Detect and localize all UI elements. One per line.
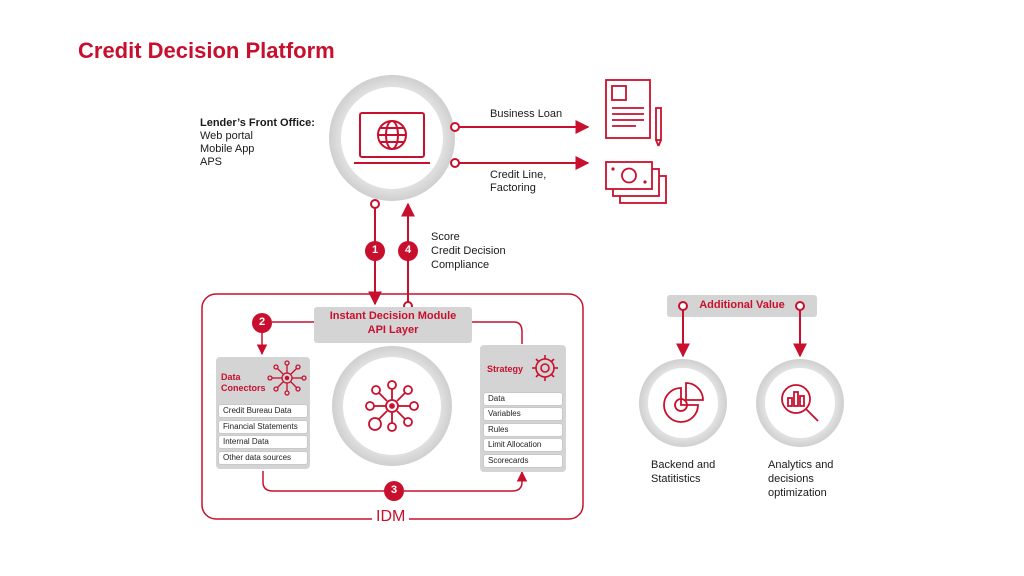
analytics-node [756, 359, 844, 447]
api-layer-box [314, 307, 472, 343]
analytics-label: decisions [768, 473, 814, 485]
step-badge-1: 1 [371, 244, 379, 256]
idm-core-node [332, 346, 452, 466]
globe-laptop-icon [354, 112, 430, 164]
data-connectors-title: Data [221, 372, 241, 382]
strategy-item: Data [483, 392, 563, 406]
step-badge-4: 4 [404, 244, 412, 256]
front-office-node [329, 75, 455, 201]
idm-label: IDM [372, 508, 410, 526]
front-office-item: Mobile App [200, 143, 255, 155]
feedback-item: Score [431, 231, 460, 243]
strategy-item: Limit Allocation [483, 438, 563, 452]
output-connectors [455, 120, 590, 170]
page-title: Credit Decision Platform [78, 38, 335, 63]
api-layer-subtitle: API Layer [367, 324, 419, 336]
step-badges [252, 241, 418, 501]
strategy-item: Scorecards [483, 454, 563, 468]
network-hub-icon [365, 380, 419, 432]
data-source-item: Financial Statements [218, 420, 308, 434]
bar-chart-magnifier-icon [781, 384, 819, 422]
gear-icon [532, 355, 558, 381]
connector-hub-icon [267, 360, 307, 396]
api-layer-title: Instant Decision Module [329, 310, 457, 322]
step-badge-2: 2 [258, 316, 266, 328]
pie-chart-icon [663, 382, 704, 423]
front-office-item: Web portal [200, 130, 253, 142]
business-loan-label: Business Loan [490, 108, 563, 120]
data-source-item: Credit Bureau Data [218, 404, 308, 418]
additional-value-box [667, 295, 817, 317]
banknotes-icon [605, 161, 667, 204]
front-office-heading: Lender’s Front Office: [200, 117, 315, 129]
document-icon [605, 79, 662, 147]
data-source-item: Internal Data [218, 435, 308, 449]
backend-label: Statitistics [651, 473, 701, 485]
credit-line-label: Credit Line, [490, 169, 547, 181]
strategy-title: Strategy [487, 364, 524, 374]
analytics-label: Analytics and [768, 459, 834, 471]
feedback-item: Compliance [431, 259, 490, 271]
data-source-item: Other data sources [218, 451, 308, 465]
data-connectors-title: Conectors [221, 383, 266, 393]
strategy-item: Rules [483, 423, 563, 437]
analytics-label: optimization [768, 487, 827, 499]
backend-node [639, 359, 727, 447]
additional-value-label: Additional Value [699, 299, 785, 311]
step-badge-3: 3 [390, 484, 398, 496]
factoring-label: Factoring [490, 182, 536, 194]
feedback-item: Credit Decision [431, 245, 506, 257]
front-office-item: APS [200, 156, 223, 168]
strategy-item: Variables [483, 407, 563, 421]
backend-label: Backend and [651, 459, 716, 471]
